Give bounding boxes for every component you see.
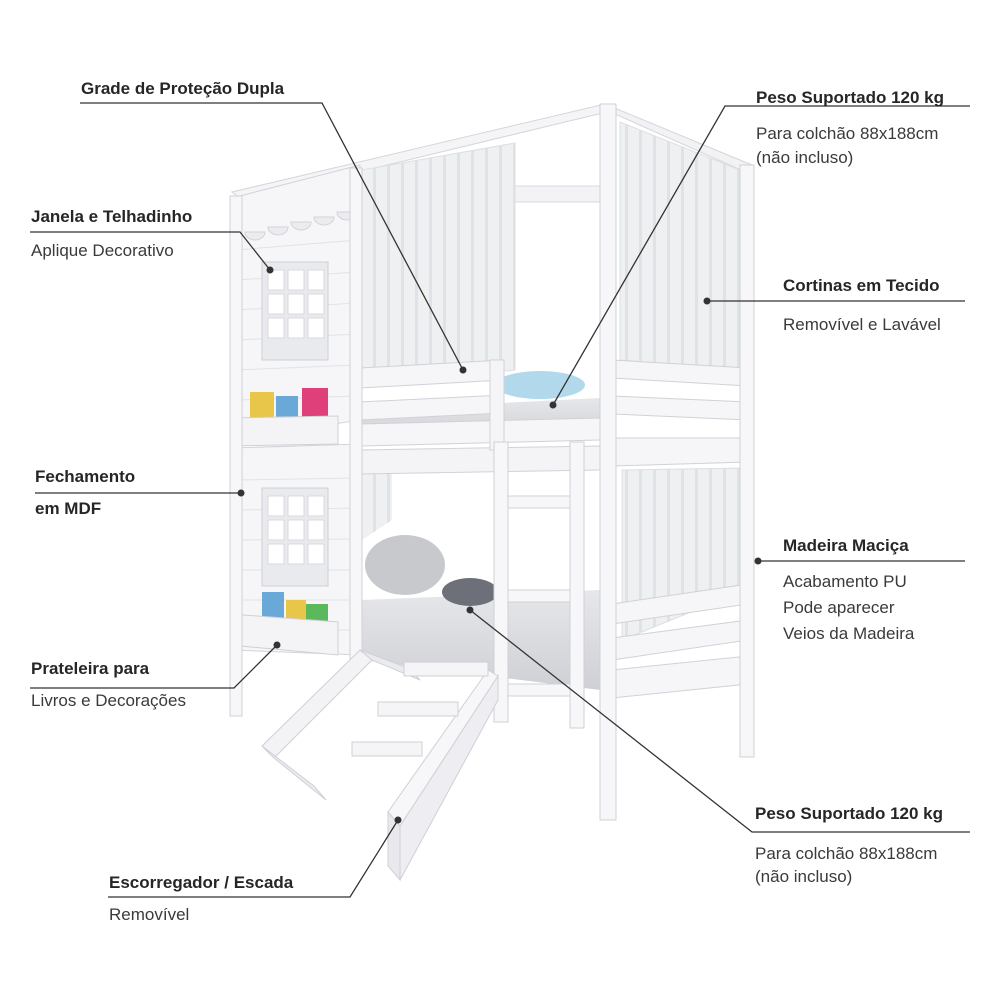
ladder [493, 441, 585, 729]
callout-peso-top-sub2: (não incluso) [756, 148, 854, 167]
callout-dots [237, 266, 762, 824]
callout-prateleira-title: Prateleira para [31, 659, 150, 678]
callout-cortinas-sub: Removível e Lavável [783, 315, 941, 334]
callout-escorregador-sub: Removível [109, 905, 190, 924]
callout-peso-bottom-title: Peso Suportado 120 kg [755, 804, 943, 823]
callout-peso-top-title: Peso Suportado 120 kg [756, 88, 944, 107]
callout-janela-sub: Aplique Decorativo [31, 241, 174, 260]
callout-fechamento-title-1: Fechamento [35, 467, 136, 486]
callout-madeira-sub2: Pode aparecer [783, 598, 895, 617]
callout-madeira-title: Madeira Maciça [783, 536, 909, 555]
callout-prateleira-sub: Livros e Decorações [31, 691, 186, 710]
callout-cortinas-title: Cortinas em Tecido [783, 276, 940, 295]
house-panel-upper [231, 164, 361, 441]
callout-fechamento-title-2: em MDF [35, 499, 102, 518]
callout-escorregador-title: Escorregador / Escada [109, 873, 294, 892]
callout-madeira-sub3: Veios da Madeira [783, 624, 915, 643]
callout-grade-title: Grade de Proteção Dupla [81, 79, 285, 98]
slide-stairs [261, 649, 499, 882]
shelf-lower [229, 592, 339, 656]
callout-peso-bottom-sub1: Para colchão 88x188cm [755, 844, 938, 863]
callout-peso-bottom-sub2: (não incluso) [755, 867, 853, 886]
callout-peso-top-sub1: Para colchão 88x188cm [756, 124, 939, 143]
upper-guard-rail [359, 359, 601, 475]
callout-madeira-sub1: Acabamento PU [783, 572, 907, 591]
callout-janela-title: Janela e Telhadinho [31, 207, 193, 226]
curtain-upper-front [361, 121, 746, 386]
bed-posts [229, 103, 755, 821]
callout-leaders [30, 102, 970, 898]
